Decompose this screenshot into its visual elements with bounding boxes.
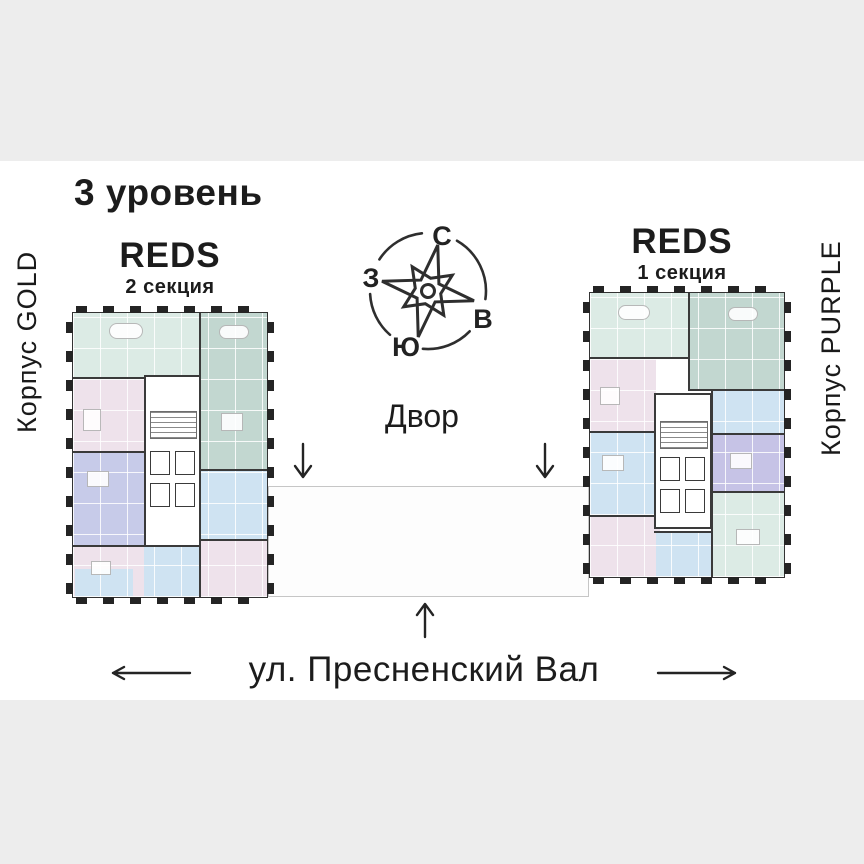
elevator-shaft: [660, 457, 680, 481]
entrance-arrow-up-icon: [415, 602, 435, 639]
perimeter-wall-ticks: [66, 316, 73, 594]
compass-star: [381, 244, 475, 338]
elevator-shaft: [150, 451, 170, 475]
staircase: [150, 411, 197, 439]
elevator-shaft: [175, 483, 195, 507]
furniture: [109, 323, 143, 339]
furniture: [728, 307, 758, 321]
building-right-heading: REDS 1 секция: [572, 224, 792, 285]
wall-segment: [73, 377, 201, 379]
perimeter-wall-ticks: [76, 306, 264, 313]
elevator-shaft: [175, 451, 195, 475]
furniture: [91, 561, 111, 575]
compass-rose-icon: С В Ю З: [363, 221, 493, 362]
building-left-section: 2 секция: [125, 276, 215, 298]
furniture: [221, 413, 243, 431]
stair-elevator-core: [654, 393, 712, 529]
wall-segment: [73, 545, 201, 547]
wall-segment: [590, 357, 688, 359]
wall-segment: [590, 515, 656, 517]
compass-south-label: Ю: [392, 332, 420, 362]
wall-segment: [688, 389, 784, 391]
wall-segment: [199, 539, 267, 541]
wall-segment: [711, 389, 713, 577]
wall-segment: [711, 433, 784, 435]
furniture: [600, 387, 620, 405]
floor-plan-section-1: [583, 286, 791, 584]
elevator-shaft: [685, 457, 705, 481]
building-left-heading: REDS 2 секция: [60, 238, 280, 299]
furniture: [730, 453, 752, 469]
compass-west-label: З: [363, 263, 380, 293]
wall-segment: [711, 491, 784, 493]
corpus-purple-label: Корпус PURPLE: [816, 240, 846, 456]
elevator-shaft: [685, 489, 705, 513]
furniture: [618, 305, 650, 320]
wall-segment: [590, 431, 656, 433]
stair-elevator-core: [144, 375, 201, 547]
furniture: [219, 325, 249, 339]
street-label: ул. Пресненский Вал: [248, 650, 600, 689]
compass-east-label: В: [473, 304, 493, 334]
wall-segment: [199, 469, 267, 471]
entrance-arrow-down-left-icon: [293, 442, 313, 479]
perimeter-wall-ticks: [784, 296, 791, 574]
perimeter-wall-ticks: [593, 286, 781, 293]
street-arrow-left-icon: [111, 665, 192, 681]
furniture: [87, 471, 109, 487]
staircase: [660, 421, 708, 449]
building-right-name: REDS: [631, 222, 733, 261]
perimeter-wall-ticks: [593, 577, 781, 584]
furniture: [83, 409, 101, 431]
wall-segment: [73, 451, 144, 453]
building-left-name: REDS: [119, 236, 221, 275]
furniture: [602, 455, 624, 471]
page-title: 3 уровень: [74, 172, 263, 213]
furniture: [736, 529, 760, 545]
wall-segment: [654, 531, 713, 533]
wall-segment: [688, 293, 690, 389]
compass-north-label: С: [432, 221, 452, 251]
corpus-gold-label: Корпус GOLD: [12, 250, 42, 434]
building-right-section: 1 секция: [637, 262, 727, 284]
floor-plan-section-2: [66, 306, 274, 604]
street-arrow-right-icon: [656, 665, 737, 681]
courtyard-label: Двор: [385, 398, 459, 434]
perimeter-wall-ticks: [267, 316, 274, 594]
perimeter-wall-ticks: [76, 597, 264, 604]
entrance-arrow-down-right-icon: [535, 442, 555, 479]
perimeter-wall-ticks: [583, 296, 590, 574]
courtyard-area: [268, 486, 589, 597]
elevator-shaft: [150, 483, 170, 507]
elevator-shaft: [660, 489, 680, 513]
